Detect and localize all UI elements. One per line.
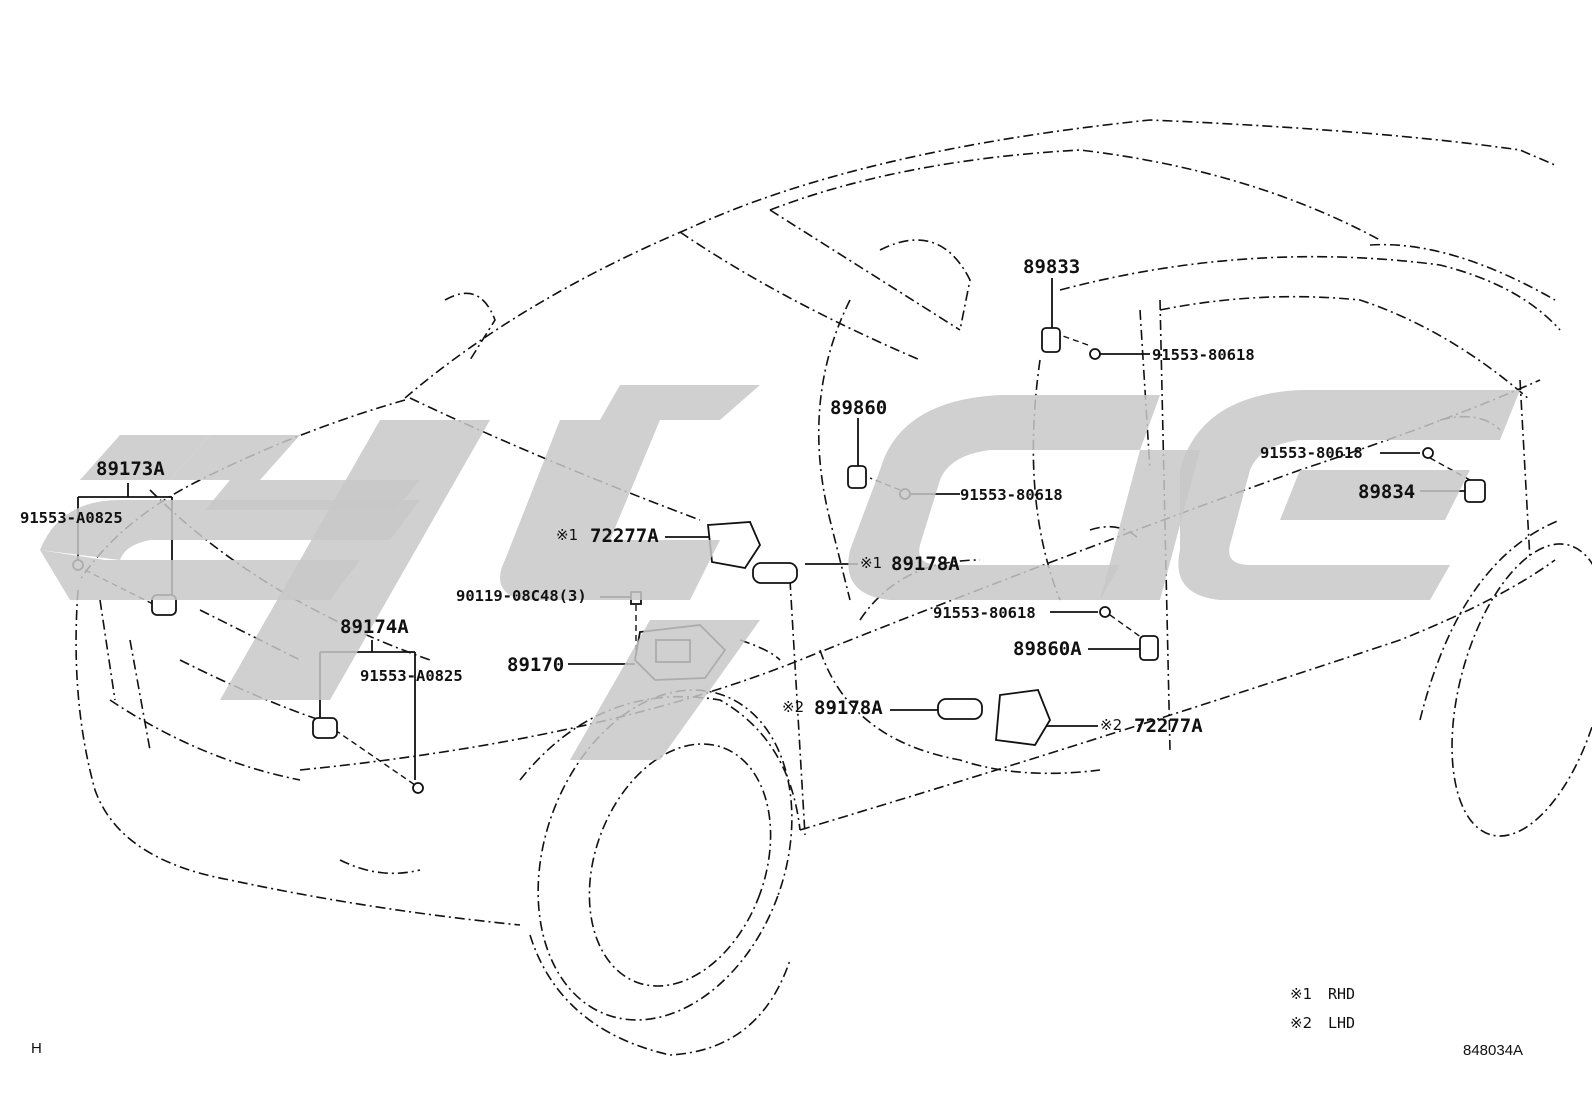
part-label-89178A-lhd: 89178A bbox=[814, 697, 883, 719]
side-sensor-rear bbox=[1464, 479, 1486, 503]
rhd-mark: ※1 bbox=[860, 554, 883, 572]
bolt bbox=[412, 782, 424, 794]
sensor-rhd bbox=[752, 562, 798, 584]
part-label-89170: 89170 bbox=[507, 654, 565, 676]
side-sensor-front bbox=[847, 465, 867, 489]
lhd-mark: ※2 bbox=[1100, 716, 1123, 734]
lhd-mark: ※2 bbox=[782, 698, 805, 716]
part-label-89173A: 89173A bbox=[96, 458, 165, 480]
brand-watermark-logo bbox=[40, 385, 1520, 760]
bolt bbox=[1089, 348, 1101, 360]
part-label-89178A-rhd: 89178A bbox=[891, 553, 960, 575]
front-sensor-center bbox=[312, 717, 338, 739]
sensor-lhd bbox=[937, 698, 983, 720]
legend-rhd-mark: ※1 bbox=[1290, 985, 1313, 1003]
legend-lhd-text: LHD bbox=[1328, 1014, 1356, 1032]
bolt bbox=[1422, 447, 1434, 459]
part-label-72277A-lhd: 72277A bbox=[1134, 715, 1203, 737]
footer-left-code: H bbox=[31, 1040, 42, 1057]
side-sensor-upper bbox=[1041, 327, 1061, 353]
part-label-89833: 89833 bbox=[1023, 256, 1081, 278]
legend-lhd-mark: ※2 bbox=[1290, 1014, 1313, 1032]
part-label-89860: 89860 bbox=[830, 397, 888, 419]
bolt bbox=[1099, 606, 1111, 618]
part-label-91553-80618-d: 91553-80618 bbox=[933, 604, 1036, 622]
part-label-91553-80618-b: 91553-80618 bbox=[960, 486, 1063, 504]
part-label-91553-80618-c: 91553-80618 bbox=[1260, 444, 1363, 462]
part-label-89834: 89834 bbox=[1358, 481, 1416, 503]
legend-rhd-text: RHD bbox=[1328, 985, 1356, 1003]
rhd-mark: ※1 bbox=[556, 526, 579, 544]
bracket-lhd bbox=[995, 689, 1052, 746]
illustration-id: 848034A bbox=[1463, 1042, 1524, 1059]
side-sensor-lower bbox=[1139, 635, 1159, 661]
part-label-91553-80618-a: 91553-80618 bbox=[1152, 346, 1255, 364]
part-label-72277A-rhd: 72277A bbox=[590, 525, 659, 547]
part-label-89860A: 89860A bbox=[1013, 638, 1082, 660]
part-label-91553-A0825-left: 91553-A0825 bbox=[20, 509, 123, 527]
part-label-91553-A0825-center: 91553-A0825 bbox=[360, 667, 463, 685]
part-label-90119-08C48: 90119-08C48(3) bbox=[456, 587, 587, 605]
part-label-89174A: 89174A bbox=[340, 616, 409, 638]
